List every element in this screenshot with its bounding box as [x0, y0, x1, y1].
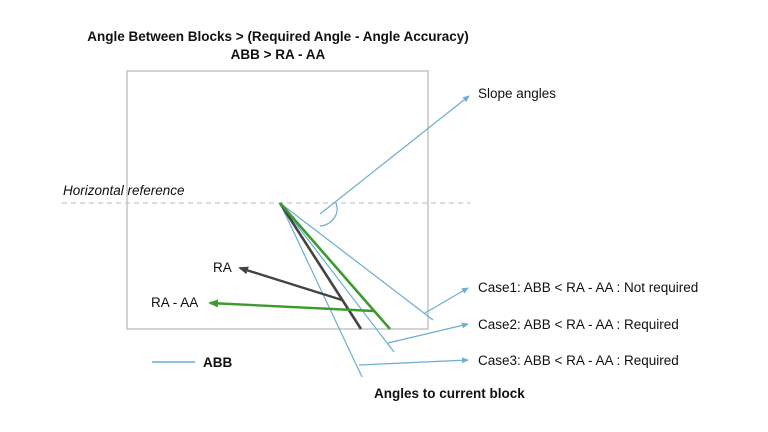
- case2-pointer-arrow: [387, 322, 469, 344]
- case1-pointer-arrow: [424, 287, 469, 314]
- required-angle-line: [278, 202, 363, 330]
- case2-label: Case2: ABB < RA - AA : Required: [478, 317, 679, 332]
- ra-minus-aa-line: [279, 202, 391, 330]
- ra-minus-aa-pointer-arrow: [208, 299, 375, 313]
- title-line-2: ABB > RA - AA: [230, 47, 326, 62]
- current-block-box: [126, 70, 429, 330]
- slope-angles-pointer-arrow: [319, 95, 470, 215]
- slope-angles-label: Slope angles: [478, 86, 557, 101]
- ra-pointer-arrow: [238, 266, 343, 302]
- ra-label: RA: [213, 260, 232, 275]
- abb-line-case1: [279, 202, 434, 321]
- case3-label: Case3: ABB < RA - AA : Required: [478, 353, 679, 368]
- slope-angle-arc: [319, 202, 338, 227]
- horizontal-reference-label: Horizontal reference: [63, 183, 185, 198]
- diagram-title: Angle Between Blocks > (Required Angle -…: [28, 28, 528, 64]
- case3-pointer-arrow: [358, 357, 469, 366]
- legend-abb-label: ABB: [203, 355, 233, 370]
- case1-label: Case1: ABB < RA - AA : Not required: [478, 280, 699, 295]
- angles-to-current-block-label: Angles to current block: [374, 386, 525, 401]
- abb-line-case3: [279, 202, 363, 378]
- ra-minus-aa-label: RA - AA: [151, 295, 199, 310]
- title-line-1: Angle Between Blocks > (Required Angle -…: [87, 29, 469, 44]
- abb-line-case2: [279, 202, 395, 353]
